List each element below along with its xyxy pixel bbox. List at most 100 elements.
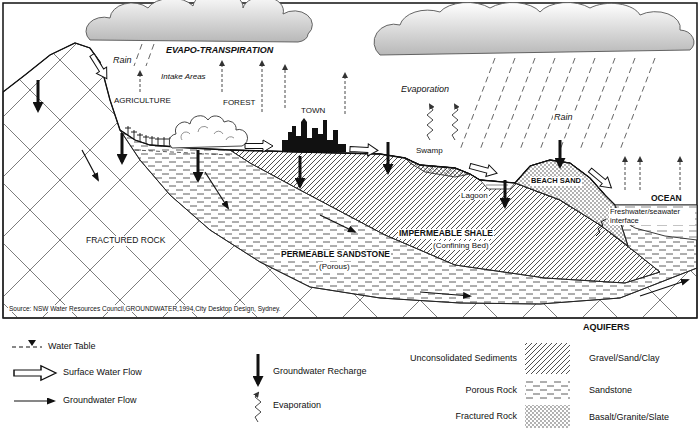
basalt-swatch	[525, 405, 570, 428]
surface-flow-sample	[14, 366, 56, 380]
surface-flow-arrow	[87, 52, 112, 82]
recharge-arrow	[387, 142, 390, 172]
fractured-rock	[3, 43, 697, 318]
recharge-arrow	[559, 140, 562, 166]
crop-tops	[125, 128, 173, 139]
groundwater-arrow	[320, 215, 355, 232]
water-table	[135, 150, 230, 155]
beach-sand	[515, 160, 628, 246]
legend-entry: Evaporation	[272, 400, 322, 410]
crop	[128, 126, 129, 135]
groundwater-arrow	[82, 150, 98, 180]
layer-label: IMPERMEABLE SHALE	[398, 229, 494, 239]
surface-flow-arrow	[468, 160, 498, 179]
rain-line	[600, 58, 635, 150]
legend-symbols	[12, 340, 570, 428]
recharge-arrow	[299, 156, 302, 186]
rock-type: Basalt/Granite/Slate	[588, 412, 670, 422]
groundwater-flow-sample	[14, 400, 54, 401]
legend-heading: AQUIFERS	[582, 322, 631, 332]
town-skyline	[282, 118, 346, 152]
recharge-arrows	[38, 80, 560, 206]
evaporation-sample	[255, 393, 261, 422]
feature-label: OCEAN	[650, 194, 683, 204]
evaporation-zigzag	[452, 105, 458, 140]
evaporation-arrow	[640, 158, 641, 190]
water-table-sample	[12, 347, 42, 348]
groundwater-flow-arrows	[82, 150, 688, 296]
interface-line	[596, 219, 606, 236]
rain-line	[480, 58, 515, 150]
recharge-arrow	[37, 80, 40, 110]
groundwater-arrow	[420, 292, 470, 296]
land-use-label: AGRICULTURE	[113, 96, 172, 105]
recharge-arrow	[121, 133, 124, 162]
process-label: Evaporation	[400, 84, 450, 94]
recharge-arrow	[197, 150, 200, 180]
legend-entry: Fractured Rock	[454, 411, 518, 421]
groundwater-arrow	[640, 280, 688, 296]
frame	[3, 3, 697, 318]
surface-flow-arrow	[350, 143, 379, 156]
feature-label: Freshwater/seawater interface	[609, 208, 695, 225]
rock-type: Sandstone	[588, 385, 633, 395]
surface-flow-arrow	[245, 140, 273, 152]
rain-line	[540, 58, 575, 150]
crop	[152, 136, 153, 145]
layer-label: (Porous)	[318, 262, 351, 271]
cloud	[86, 0, 312, 42]
crop	[164, 137, 165, 146]
layer-label: BEACH SAND	[530, 177, 582, 186]
evaporation-zigzag	[427, 105, 433, 140]
source-note: Source: NSW Water Resources Council,GROU…	[8, 305, 282, 312]
evaporation-arrow	[285, 66, 286, 108]
ground-surface	[3, 43, 615, 205]
rain-label: Rain	[112, 55, 133, 65]
legend-entry: Unconsolidated Sediments	[409, 353, 518, 363]
forest-detail	[181, 126, 234, 140]
rain-lines	[134, 44, 655, 150]
evaporation-arrow	[625, 158, 626, 190]
land-use-label: TOWN	[300, 106, 326, 115]
legend-entry: Water Table	[47, 341, 97, 351]
feature-label: Swamp	[415, 146, 444, 155]
feature-label: Lagoon	[460, 191, 489, 200]
rain-line	[580, 58, 615, 150]
layer-label: (Confining Bed)	[432, 241, 490, 250]
crops	[125, 126, 173, 146]
rain-line	[520, 58, 555, 150]
rain-line	[500, 58, 535, 150]
evaporation-arrow	[262, 62, 263, 112]
evaporation-arrows	[140, 62, 680, 190]
evaporation-arrow	[222, 62, 223, 92]
shale-ground	[230, 150, 660, 283]
shale-layer	[230, 150, 660, 283]
water-table-marker	[28, 340, 36, 346]
legend-entry: Groundwater Recharge	[272, 366, 368, 376]
groundwater-arrow	[205, 172, 228, 208]
rain-line	[560, 58, 595, 150]
evaporation-arrow	[140, 72, 141, 92]
crop	[158, 137, 159, 146]
layer-label: PERMEABLE SANDSTONE	[280, 250, 391, 260]
rain-label: Rain	[553, 112, 574, 122]
rain-line	[460, 58, 495, 150]
beach-ground	[515, 160, 628, 246]
swamp	[405, 158, 470, 177]
evaporation-arrow	[680, 158, 681, 190]
crop	[146, 135, 147, 144]
legend-entry: Porous Rock	[464, 385, 518, 395]
recharge-arrow	[504, 180, 507, 206]
evaporation-zigzags	[427, 105, 458, 140]
rain-line	[620, 58, 655, 150]
process-label: EVAPO-TRANSPIRATION	[165, 45, 274, 55]
land-use-label: FOREST	[222, 98, 256, 107]
crop	[140, 133, 141, 142]
crop	[134, 130, 135, 139]
area-label: Intake Areas	[160, 72, 207, 81]
surface-flow-arrows	[87, 52, 615, 193]
layer-label: FRACTURED ROCK	[85, 236, 166, 246]
legend-entry: Surface Water Flow	[62, 367, 143, 377]
rock-type: Gravel/Sand/Clay	[588, 353, 661, 363]
